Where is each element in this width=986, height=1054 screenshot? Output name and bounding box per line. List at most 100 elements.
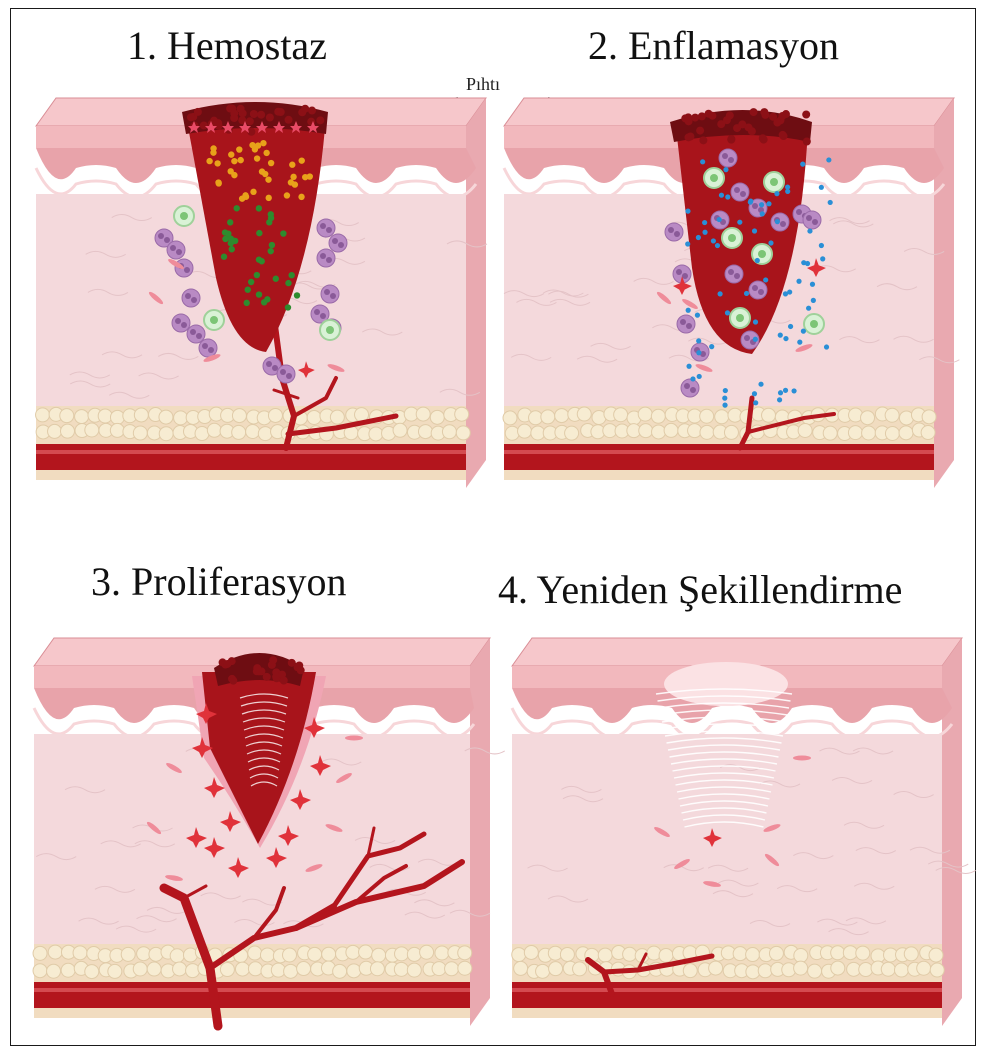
clot-granule [250,110,258,118]
clot-granule [266,113,274,121]
fat-cell [746,948,760,962]
fat-cell [929,948,943,962]
cytokine-dot [686,364,691,369]
platelet-dot [289,162,295,168]
dermis-wave-line [512,708,952,737]
cytokine-dot [696,235,701,240]
fat-cell [683,964,697,978]
fat-cell [794,949,808,963]
neutrophil-cell [665,223,683,241]
fibrin-dot [256,256,262,262]
clot-granule [253,664,261,672]
fat-cell [395,947,409,961]
fat-cell [514,961,528,975]
fat-cell [235,962,249,976]
clot-granule [230,110,238,118]
neutrophil-nucleus [684,383,690,389]
fat-cell [248,946,262,960]
neutrophil-nucleus [680,319,686,325]
fat-cell [248,962,262,976]
fibrin-dot [225,230,231,236]
cytokine-dot [807,228,812,233]
cytokine-dot [774,191,779,196]
cytokine-dot [753,319,758,324]
neutrophil-cell [182,289,200,307]
fat-cell [207,423,221,437]
skin-top-surface [512,638,962,666]
fat-cell [407,947,421,961]
stage1-title: 1. Hemostaz [127,22,327,69]
neutrophil-cell [725,265,743,283]
fat-cell [623,947,637,961]
fat-cell [577,407,591,421]
platelet-dot [250,189,256,195]
neutrophil-nucleus [722,153,728,159]
fat-cell [733,947,747,961]
cytokine-dot [777,397,782,402]
neutrophil-cell [317,249,335,267]
fat-cell [709,961,723,975]
cytokine-dot [805,261,810,266]
stage2-title: 2. Enflamasyon [588,22,839,69]
blood-vessel-highlight [504,450,934,454]
clot-granule [727,136,735,144]
platelet-dot [210,145,216,151]
cytokine-dot [702,230,707,235]
neutrophil-cell [329,234,347,252]
cytokine-dot [744,291,749,296]
bottom-tissue [34,1008,470,1018]
blood-vessel [34,982,470,1008]
fat-cell [159,427,173,441]
cytokine-dot [796,279,801,284]
clot-granule [750,108,758,116]
fat-cell [85,965,99,979]
fat-cell [899,426,913,440]
hemostasis-panel [36,98,486,488]
macrophage-nucleus [180,212,188,220]
clot-granule [782,110,790,118]
neutrophil-cell [771,213,789,231]
clot-granule [194,108,202,116]
cytokine-dot [696,338,701,343]
clot-granule [285,116,293,124]
fat-cell [885,408,899,422]
neutrophil-nucleus [164,237,170,243]
fat-cell [394,962,408,976]
fat-cell [432,962,446,976]
cytokine-dot [752,228,757,233]
cytokine-dot [791,388,796,393]
neutrophil-nucleus [682,273,688,279]
fat-cell [307,410,321,424]
fat-cell [48,945,62,959]
fat-cell [808,964,822,978]
neutrophil-nucleus [332,238,338,244]
fat-cell [861,411,875,425]
clot-granule [696,127,704,135]
neutrophil-cell [317,219,335,237]
neutrophil-nucleus [184,267,190,273]
fat-cell [598,948,612,962]
clot-granule [773,119,781,127]
proliferation-panel [34,638,490,1026]
cytokine-dot [783,388,788,393]
macrophage-nucleus [326,326,334,334]
cytokine-dot [806,306,811,311]
neutrophil-cell [172,314,190,332]
fat-cell [60,409,74,423]
clot-granule [726,111,734,119]
macrophage-nucleus [758,250,766,258]
fat-cell [651,409,665,423]
fibrin-dot [229,238,235,244]
fat-cell [61,963,75,977]
neutrophil-nucleus [758,289,764,295]
cytokine-dot [725,310,730,315]
fat-cell [894,963,908,977]
neutrophil-cell [277,365,295,383]
collagen-fiber [664,724,785,729]
blood-vessel-highlight [512,988,942,992]
platelet-dot [299,157,305,163]
platelet-dot [255,142,261,148]
neutrophil-nucleus [202,343,208,349]
fat-cell [393,423,407,437]
fibrin-dot [229,246,235,252]
